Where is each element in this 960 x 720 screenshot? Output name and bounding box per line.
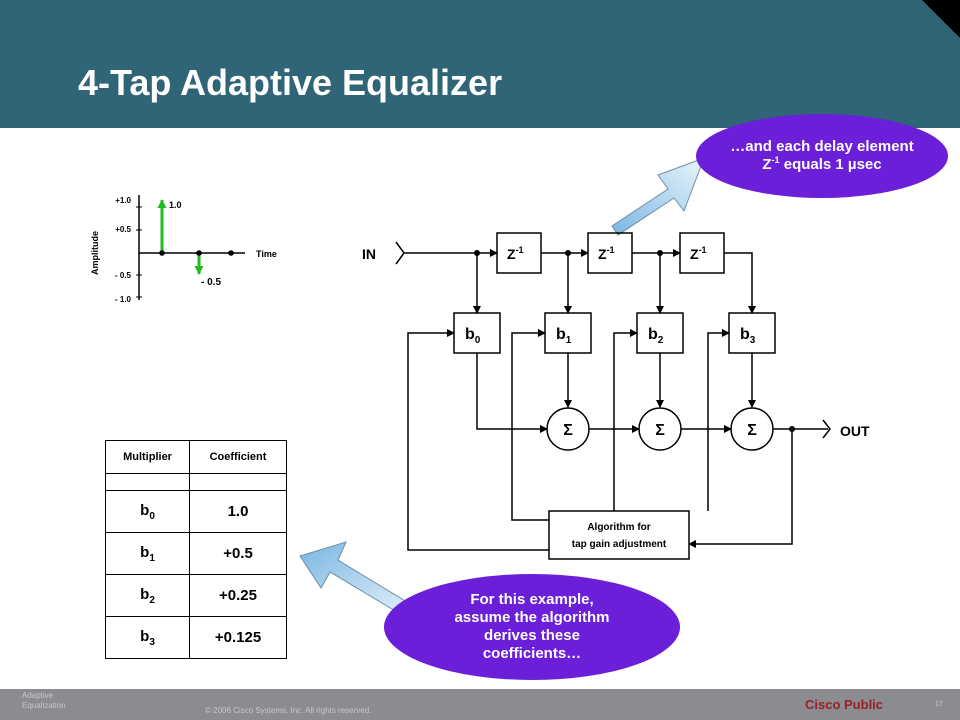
algorithm-label-line2: tap gain adjustment <box>572 539 667 550</box>
y-axis-label: Amplitude <box>90 231 100 275</box>
multiplier-cell: b2 <box>104 574 191 617</box>
coefficient-cell: +0.125 <box>189 616 287 659</box>
coefficient-cell: +0.25 <box>189 574 287 617</box>
multiplier-label: b2 <box>648 326 664 346</box>
bottom-callout-bubble <box>384 574 680 680</box>
sum-symbol: Σ <box>655 422 665 439</box>
table-row: b3 +0.125 <box>104 616 287 659</box>
in-label: IN <box>362 246 376 262</box>
title-bar <box>0 0 960 128</box>
page-number: 17 <box>935 701 943 708</box>
tick-label: +1.0 <box>115 196 131 205</box>
multiplier-block <box>728 312 776 354</box>
multiplier-header: Multiplier <box>104 440 191 474</box>
coefficient-cell: +0.5 <box>189 532 287 575</box>
top-callout-arrow <box>611 157 705 236</box>
multiplier-cell: b1 <box>104 532 191 575</box>
multiplier-label: b0 <box>465 326 481 346</box>
table-row: b2 +0.25 <box>104 574 287 617</box>
slide-title: 4-Tap Adaptive Equalizer <box>78 62 503 103</box>
impulse-plot: +1.0 +0.5 - 0.5 - 1.0 Amplitude Time 1.0… <box>90 195 277 304</box>
algorithm-label-line1: Algorithm for <box>587 522 650 533</box>
bottom-callout-line: assume the algorithm <box>454 609 609 626</box>
out-label: OUT <box>840 423 870 439</box>
tick-label: +0.5 <box>115 225 131 234</box>
multiplier-label: b3 <box>740 326 756 346</box>
multiplier-block <box>636 312 684 354</box>
top-callout-line2: Z-1 equals 1 µsec <box>762 155 881 173</box>
bottom-callout-line: derives these <box>484 627 580 644</box>
footer-copyright: © 2006 Cisco Systems, Inc. All rights re… <box>205 706 372 715</box>
coefficient-cell: 1.0 <box>189 490 287 533</box>
algorithm-block <box>548 510 690 560</box>
table-row: b1 +0.5 <box>104 532 287 575</box>
delay-label: Z-1 <box>690 245 707 262</box>
footer-bar: Adaptive Equalization © 2006 Cisco Syste… <box>0 689 960 720</box>
table-spacer <box>104 473 287 491</box>
tick-label: - 0.5 <box>115 271 132 280</box>
delay-block <box>587 232 633 274</box>
top-callout-line1: …and each delay element <box>730 138 913 155</box>
output-chevron <box>822 419 831 439</box>
multiplier-label: b1 <box>556 326 572 346</box>
delay-block <box>496 232 542 274</box>
sum-symbol: Σ <box>747 422 757 439</box>
bottom-callout-line: For this example, <box>470 591 593 608</box>
x-axis-label: Time <box>256 249 277 259</box>
input-chevron <box>395 241 405 265</box>
bottom-callout-line: coefficients… <box>483 645 581 662</box>
footer-subtitle: Adaptive Equalization <box>22 691 66 710</box>
multiplier-cell: b3 <box>104 616 191 659</box>
corner-triangle <box>922 0 960 38</box>
coefficient-table: Multiplier Coefficient b0 1.0 b1 +0.5 b2… <box>104 440 287 659</box>
table-header-row: Multiplier Coefficient <box>104 440 287 474</box>
multiplier-block <box>453 312 501 354</box>
table-row: b0 1.0 <box>104 490 287 533</box>
sum-symbol: Σ <box>563 422 573 439</box>
coefficient-header: Coefficient <box>189 440 287 474</box>
delay-label: Z-1 <box>507 245 524 262</box>
impulse-value-label: 1.0 <box>169 200 182 210</box>
multiplier-cell: b0 <box>104 490 191 533</box>
footer-classification: Cisco Public <box>805 697 884 712</box>
impulse-value-label: - 0.5 <box>201 277 221 288</box>
delay-label: Z-1 <box>598 245 615 262</box>
tick-label: - 1.0 <box>115 295 132 304</box>
equalizer-diagram: IN Z-1 Z-1 Z-1 b0 b1 b2 b3 <box>362 232 870 560</box>
top-callout-bubble <box>696 114 948 198</box>
multiplier-block <box>544 312 592 354</box>
